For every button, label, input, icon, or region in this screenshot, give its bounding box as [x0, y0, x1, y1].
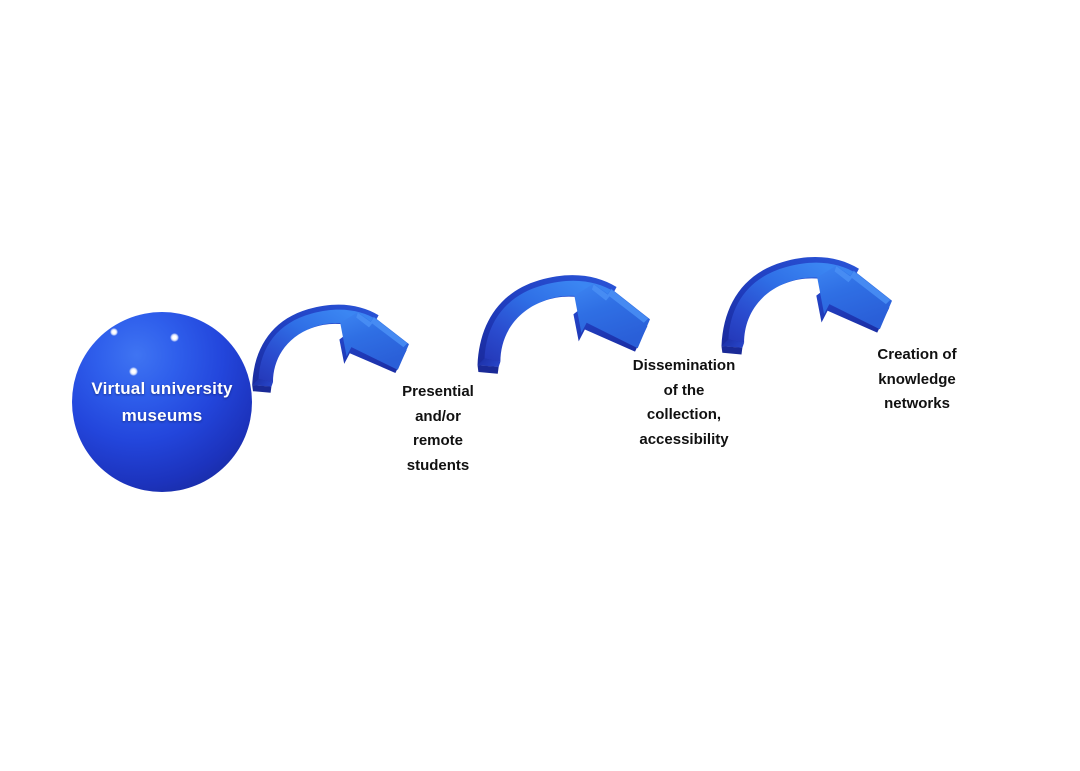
step-label-presential-and-or-remote-students: Presential and/or remote students [402, 383, 474, 474]
arrow-dissemination-to-networks [721, 257, 892, 355]
sphere-highlight-1 [110, 328, 118, 336]
sphere-highlight-2 [170, 333, 179, 342]
sphere-virtual-university-museums: Virtual university museums [72, 312, 252, 492]
step-label-dissemination-of-the-collection: Dissemination of the collection, accessi… [632, 357, 736, 448]
sphere-label: Virtual university museums [91, 379, 233, 425]
step-label-creation-of-knowledge-networks: Creation of knowledge networks [877, 346, 957, 412]
